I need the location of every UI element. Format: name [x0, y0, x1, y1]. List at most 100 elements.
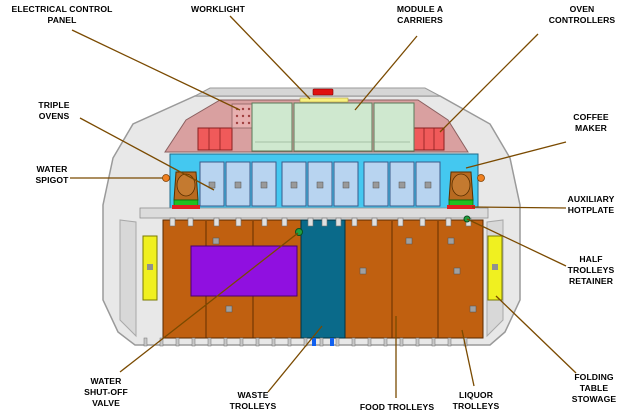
trolley-latch: [469, 305, 477, 313]
label-line: TROLLEYS: [453, 401, 500, 411]
label-line: HOTPLATE: [568, 205, 615, 215]
label-line: OVEN: [570, 4, 595, 14]
water-spigot-right: [477, 174, 485, 182]
trolley-foot: [335, 337, 340, 347]
trolley-handle: [335, 217, 342, 227]
label-line: HALF: [579, 254, 602, 264]
leader-module-a-carriers: [354, 35, 418, 111]
worklight: [299, 88, 349, 103]
trolley-foot: [447, 337, 452, 347]
label-line: MAKER: [575, 123, 608, 133]
oven-controllers-right: [413, 127, 445, 151]
trolley-foot: [239, 337, 244, 347]
label-line: VALVE: [92, 398, 120, 408]
trolley-latch: [447, 237, 455, 245]
oven-door-latch: [372, 181, 380, 189]
oven-door-latch: [342, 181, 350, 189]
oven-door-latch: [424, 181, 432, 189]
water-spigot-left: [162, 174, 170, 182]
trolley-latches: [147, 237, 477, 313]
label-line: SPIGOT: [35, 175, 69, 185]
leader-liquor-trolleys: [461, 329, 475, 387]
label-worklight: WORKLIGHT: [191, 4, 246, 14]
oven-door: [307, 161, 333, 207]
trolley-feet: [143, 337, 468, 347]
label-line: LIQUOR: [459, 390, 494, 400]
trolley-handle: [187, 217, 194, 227]
label-line: MODULE A: [397, 4, 443, 14]
triple-ovens: [199, 161, 441, 207]
trolley-latch: [359, 267, 367, 275]
leader-worklight: [229, 15, 311, 100]
waste-trolleys: [300, 219, 346, 346]
leader-water-shutoff-valve: [119, 232, 299, 373]
trolley-foot: [223, 337, 228, 347]
trolley-foot: [415, 337, 420, 347]
label-line: ELECTRICAL CONTROL: [12, 4, 113, 14]
trolley-foot: [399, 337, 404, 347]
folding-table-stowage-right: [487, 235, 503, 301]
leader-lines: [70, 15, 577, 398]
label-line: TRIPLE: [38, 100, 69, 110]
oven-door-latch: [208, 181, 216, 189]
trolley-foot: [383, 337, 388, 347]
label-line: FOOD TROLLEYS: [360, 402, 435, 412]
trolley-handle: [169, 217, 176, 227]
label-line: STOWAGE: [572, 394, 617, 404]
module-a-carriers: [251, 102, 415, 152]
leader-auxiliary-hotplate: [471, 206, 567, 209]
label-line: FOLDING: [574, 372, 614, 382]
trolley-handle: [261, 217, 268, 227]
coffee-maker-right: [448, 171, 474, 201]
trolley-foot: [255, 337, 260, 347]
trolley-foot: [191, 337, 196, 347]
trolley-foot: [271, 337, 276, 347]
trolley-handle: [321, 217, 328, 227]
trolley-foot: [367, 337, 372, 347]
trolley-handle: [397, 217, 404, 227]
trolley-handle: [307, 217, 314, 227]
oven-door-latch: [260, 181, 268, 189]
leader-waste-trolleys: [267, 325, 323, 393]
trolley-foot: [351, 337, 356, 347]
oven-door-latch: [316, 181, 324, 189]
oven-door-latch: [398, 181, 406, 189]
label-line: AUXILIARY: [568, 194, 615, 204]
trolley-foot: [207, 337, 212, 347]
label-line: TABLE: [580, 383, 609, 393]
oven-door-latch: [290, 181, 298, 189]
label-line: CONTROLLERS: [549, 15, 616, 25]
oven-door-latch: [234, 181, 242, 189]
purple-panel: [190, 245, 298, 297]
label-line: COFFEE: [573, 112, 609, 122]
folding-table-stowage-left: [142, 235, 158, 301]
trolley-handle: [371, 217, 378, 227]
leader-oven-controllers: [439, 33, 539, 133]
trolley-latch: [225, 305, 233, 313]
label-line: RETAINER: [569, 276, 614, 286]
leader-electrical-control-panel: [71, 29, 241, 111]
trolley-foot: [159, 337, 164, 347]
label-line: SHUT-OFF: [84, 387, 128, 397]
leader-triple-ovens: [79, 117, 215, 191]
trolley-handle: [213, 217, 220, 227]
trolley-foot: [319, 337, 324, 347]
leader-half-trolleys-retainer: [466, 218, 567, 267]
trolley-latch: [212, 237, 220, 245]
trolley-handle: [419, 217, 426, 227]
auxiliary-hotplate-right: [447, 199, 475, 209]
electrical-control-panel: [231, 103, 253, 129]
